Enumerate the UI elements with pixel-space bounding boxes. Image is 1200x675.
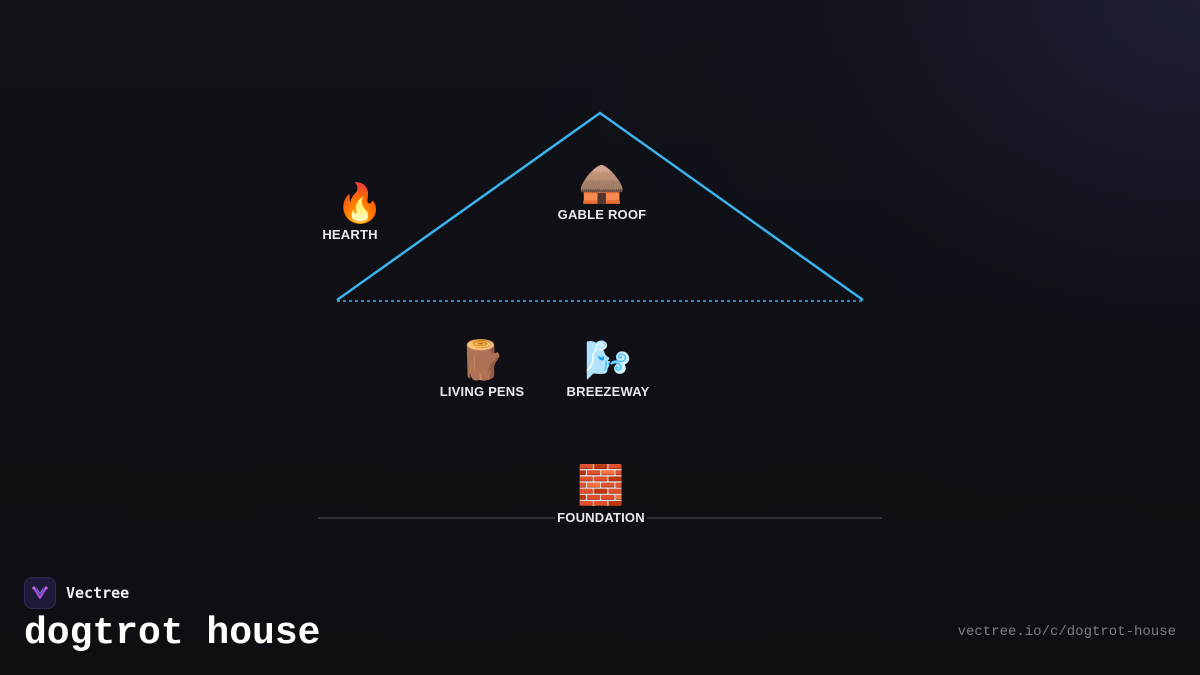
hut-icon: 🛖	[578, 163, 626, 205]
fire-icon: 🔥	[336, 183, 384, 225]
roof-gable-line	[336, 111, 864, 302]
vectree-logo-mark	[32, 586, 48, 599]
brand[interactable]: Vectree	[24, 577, 129, 609]
node-label: HEARTH	[322, 227, 378, 242]
wind-face-icon: 🌬️	[584, 340, 632, 382]
page-title: dogtrot house	[24, 612, 321, 655]
node-label: LIVING PENS	[439, 384, 525, 399]
brand-name: Vectree	[66, 584, 130, 602]
wood-log-icon: 🪵	[458, 340, 506, 382]
node-breezeway[interactable]: 🌬️ BREEZEWAY	[528, 338, 688, 399]
brick-icon: 🧱	[577, 465, 625, 507]
node-label: FOUNDATION	[555, 510, 647, 525]
node-gable-roof[interactable]: 🛖 GABLE ROOF	[522, 161, 682, 222]
node-label: GABLE ROOF	[557, 207, 647, 222]
node-foundation[interactable]: 🧱 FOUNDATION	[521, 463, 681, 527]
node-hearth[interactable]: 🔥 HEARTH	[270, 181, 430, 242]
vectree-logo-icon	[24, 577, 56, 609]
node-label: BREEZEWAY	[566, 384, 650, 399]
node-living-pens[interactable]: 🪵 LIVING PENS	[402, 338, 562, 399]
source-url[interactable]: vectree.io/c/dogtrot-house	[957, 624, 1176, 640]
